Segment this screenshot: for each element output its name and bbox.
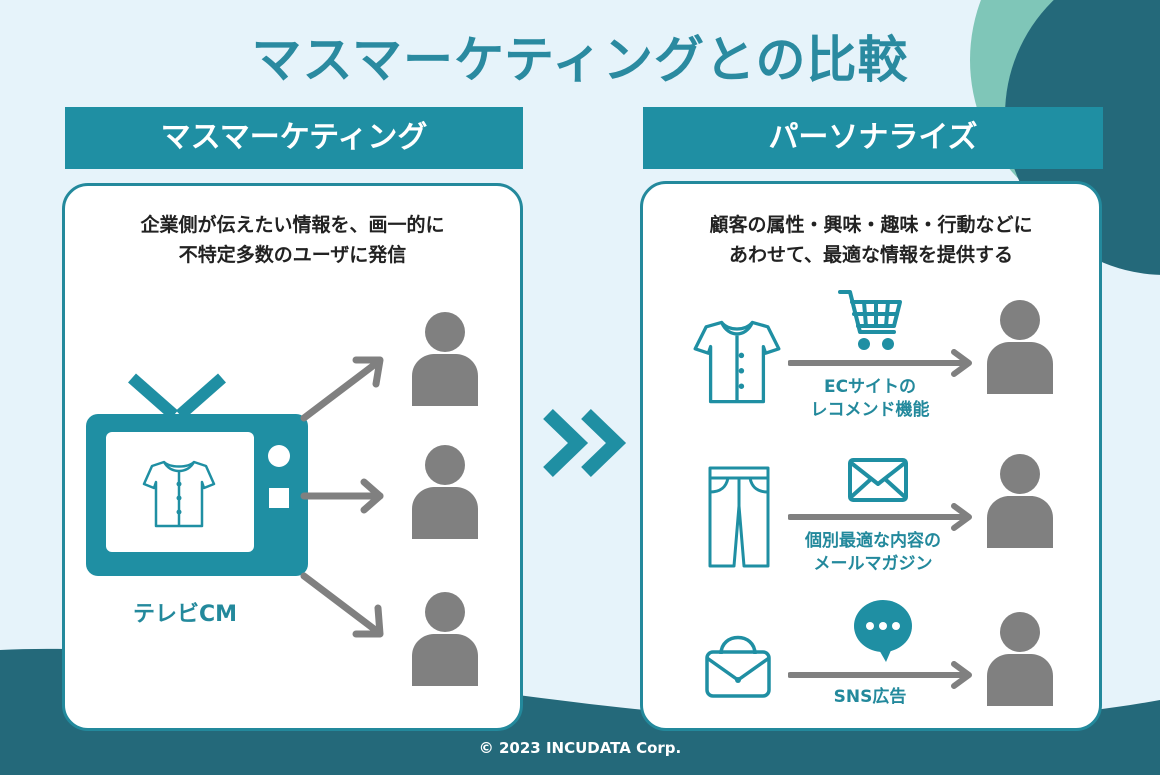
person-icon [987, 612, 1053, 706]
email-magazine-label-line1: 個別最適な内容の [805, 531, 941, 551]
person-icon [412, 445, 478, 539]
person-icon [987, 454, 1053, 548]
personalize-header: パーソナライズ [643, 107, 1103, 169]
mass-description: 企業側が伝えたい情報を、画一的に 不特定多数のユーザに発信 [70, 210, 515, 270]
mass-marketing-header: マスマーケティング [65, 107, 523, 169]
personalize-description: 顧客の属性・興味・趣味・行動などに あわせて、最適な情報を提供する [648, 210, 1094, 270]
envelope-icon [848, 458, 908, 502]
arrow-right-icon [788, 503, 972, 531]
person-icon [987, 300, 1053, 394]
blouse-icon [693, 320, 781, 404]
shopping-cart-icon [838, 290, 902, 350]
page-title: マスマーケティングとの比較 [251, 31, 909, 89]
person-icon [412, 312, 478, 406]
broadcast-arrows [300, 356, 384, 638]
tv-cm-label: テレビCM [132, 602, 238, 627]
person-icon [412, 592, 478, 686]
sns-ad-label: SNS広告 [833, 687, 907, 707]
ec-recommend-label-line1: ECサイトの [823, 377, 917, 397]
personalize-description-line1: 顧客の属性・興味・趣味・行動などに [709, 214, 1033, 236]
double-chevron-right-icon [543, 408, 627, 478]
email-magazine-label-line2: メールマガジン [813, 554, 933, 574]
pants-icon [708, 466, 770, 568]
arrow-right-icon [788, 349, 972, 377]
copyright-footer: © 2023 INCUDATA Corp. [478, 739, 682, 757]
tv-icon [86, 373, 308, 576]
chat-bubble-icon [854, 600, 912, 662]
handbag-icon [705, 635, 771, 698]
ec-recommend-label: ECサイトの レコメンド機能 [790, 376, 950, 422]
personalize-description-line2: あわせて、最適な情報を提供する [728, 244, 1014, 266]
arrow-right-icon [788, 661, 972, 689]
email-magazine-label: 個別最適な内容の メールマガジン [783, 530, 963, 576]
ec-recommend-label-line2: レコメンド機能 [810, 400, 930, 420]
mass-description-line2: 不特定多数のユーザに発信 [178, 244, 407, 266]
mass-description-line1: 企業側が伝えたい情報を、画一的に [140, 214, 445, 236]
